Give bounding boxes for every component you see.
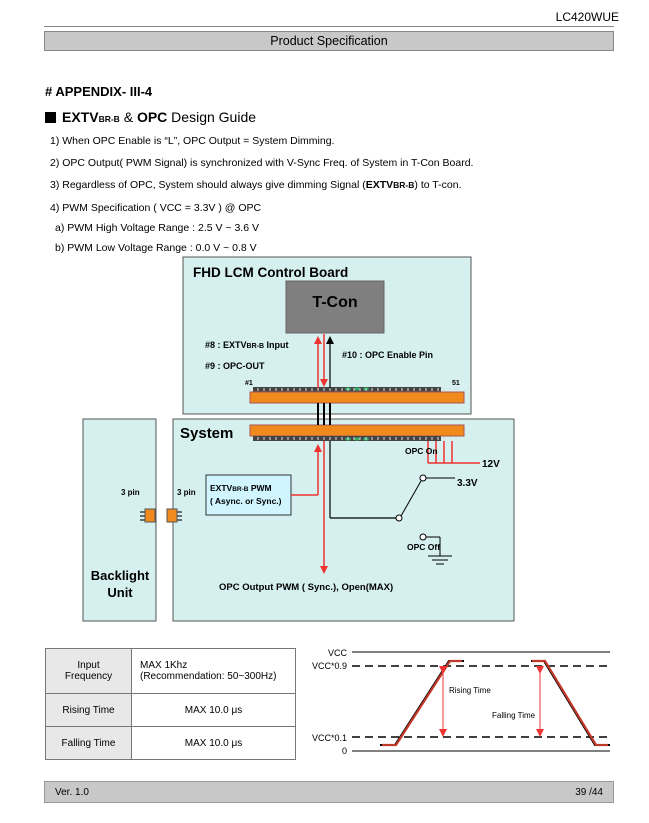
board-title: FHD LCM Control Board (193, 265, 348, 280)
tcon-label: T-Con (312, 294, 357, 311)
switch-on-terminal (419, 474, 427, 482)
pin3-right-label: 3 pin (177, 488, 196, 497)
guide-b: OPC (136, 109, 168, 125)
table-cell-param: Input Frequency (45, 648, 132, 694)
rising-time-label: Rising Time (449, 686, 491, 695)
opc-off-label: OPC Off (407, 542, 440, 552)
appendix-title: # APPENDIX- III-4 (45, 84, 153, 99)
wf-rise-edge (382, 659, 462, 747)
top-connector (249, 391, 465, 404)
backlight-connector (144, 508, 156, 523)
guide-rest: Design Guide (167, 109, 257, 125)
bottom-connector (249, 424, 465, 437)
item-2: 2) OPC Output( PWM Signal) is synchroniz… (50, 157, 474, 169)
version-label: Ver. 1.0 (55, 787, 89, 798)
item-1: 1) When OPC Enable is “L”, OPC Output = … (50, 135, 335, 147)
table-cell-value: MAX 10.0 μs (131, 726, 296, 760)
wf-vcc-label: VCC (328, 648, 348, 658)
top-dot-2 (354, 387, 360, 391)
item-4b: b) PWM Low Voltage Range : 0.0 V ~ 0.8 V (55, 242, 257, 254)
pwm-box-a: EXTV (210, 483, 233, 493)
switch-common-terminal (395, 514, 403, 522)
bottom-dot-2 (354, 437, 360, 441)
pin51-label: 51 (452, 380, 460, 387)
value-recommendation: (Recommendation: 50~300Hz) (140, 671, 277, 682)
system-connector (166, 508, 178, 523)
pwm-spec-table: Input Frequency MAX 1Khz (Recommendation… (45, 648, 296, 760)
pin1-label: #1 (245, 380, 253, 387)
pwm-box (205, 474, 292, 516)
wf-zero-label: 0 (342, 746, 347, 756)
model-number: LC420WUE (555, 10, 619, 24)
guide-a-sub: BR-B (98, 114, 120, 124)
pwm-box-sub: BR-B (232, 486, 249, 493)
v33-label: 3.3V (457, 478, 478, 489)
table-cell-value: MAX 1Khz (Recommendation: 50~300Hz) (131, 648, 296, 694)
item-3-post: ) to T-con. (414, 179, 462, 191)
table-cell-param: Falling Time (45, 726, 132, 760)
square-bullet-icon (45, 112, 56, 123)
pwm-box-line2: ( Async. or Sync.) (210, 496, 282, 506)
param-frequency: Frequency (64, 671, 113, 682)
header-rule (44, 26, 614, 27)
backlight-line1: Backlight (91, 568, 150, 583)
switch-off-terminal (419, 533, 427, 541)
opc-output-label: OPC Output PWM ( Sync.), Open(MAX) (219, 582, 393, 593)
header-title: Product Specification (270, 34, 388, 48)
pin10-label: #10 : OPC Enable Pin (342, 350, 433, 360)
item-4: 4) PWM Specification ( VCC = 3.3V ) @ OP… (50, 202, 262, 214)
value-max-freq: MAX 1Khz (140, 660, 188, 671)
table-row: Rising Time MAX 10.0 μs (45, 693, 296, 727)
item-3: 3) Regardless of OPC, System should alwa… (50, 179, 461, 191)
switch-blade (400, 480, 422, 517)
table-cell-param: Rising Time (45, 693, 132, 727)
pwm-box-b: PWM (248, 483, 271, 493)
page-number: 39 /44 (575, 787, 603, 798)
tcon-chip (285, 280, 385, 334)
pin8-label: #8 : EXTVBR-B Input (205, 340, 289, 350)
system-label: System (180, 425, 233, 442)
item-3-pre: 3) Regardless of OPC, System should alwa… (50, 179, 366, 191)
falling-time-label: Falling Time (492, 711, 536, 720)
pwm-box-line1: EXTVBR-B PWM (210, 483, 272, 493)
pin8-b: Input (264, 340, 289, 350)
pin9-label: #9 : OPC-OUT (205, 361, 265, 371)
item-4a: a) PWM High Voltage Range : 2.5 V ~ 3.6 … (55, 222, 259, 234)
pin8-a: #8 : EXTV (205, 340, 247, 350)
wf-fall-edge (532, 659, 608, 747)
footer-bar: Ver. 1.0 39 /44 (44, 781, 614, 803)
section-title: EXTVBR-B & OPC Design Guide (45, 109, 256, 125)
wf-vcc01-label: VCC*0.1 (312, 733, 347, 743)
pin8-sub: BR-B (247, 343, 265, 350)
table-cell-value: MAX 10.0 μs (131, 693, 296, 727)
param-input: Input (77, 660, 100, 671)
header-bar: Product Specification (44, 31, 614, 51)
pin3-left-label: 3 pin (121, 488, 140, 497)
guide-amp: & (119, 109, 137, 125)
wf-vcc09-label: VCC*0.9 (312, 661, 347, 671)
v12-label: 12V (482, 459, 500, 470)
item-3-bold: EXTV (365, 179, 394, 191)
table-row: Input Frequency MAX 1Khz (Recommendation… (45, 648, 296, 694)
table-row: Falling Time MAX 10.0 μs (45, 726, 296, 760)
item-3-sub: BR-B (393, 180, 415, 190)
guide-a: EXTV (62, 109, 99, 125)
opc-on-label: OPC On (405, 446, 438, 456)
backlight-line2: Unit (107, 585, 133, 600)
